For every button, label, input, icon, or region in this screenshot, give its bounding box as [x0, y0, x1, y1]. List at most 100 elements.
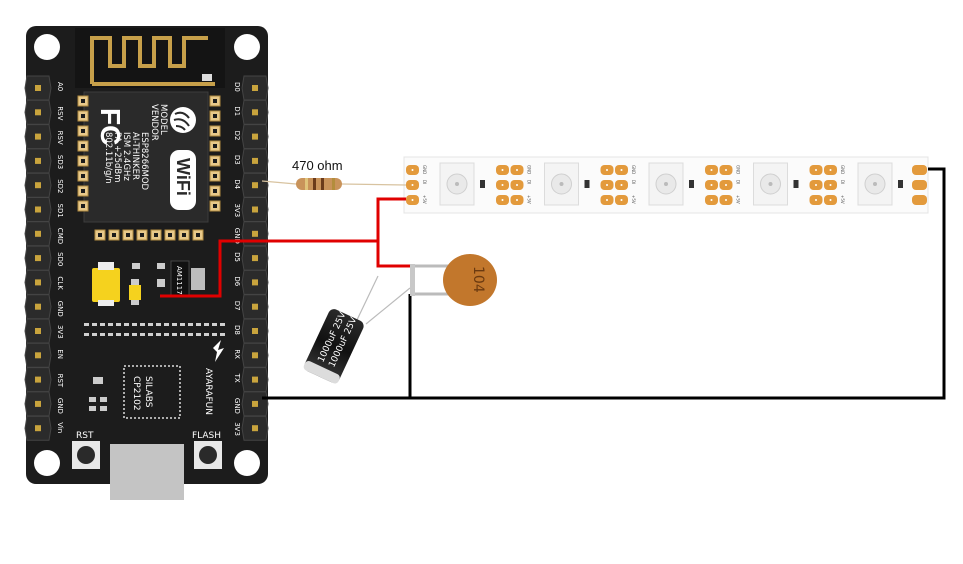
left-header-pin [24, 197, 52, 222]
pin-label: SD0 [56, 252, 64, 266]
svg-text:AM1117: AM1117 [175, 266, 183, 295]
right-header-pin [241, 415, 269, 441]
strip-pad-label: +5V [840, 195, 845, 204]
right-header-pin [241, 148, 269, 174]
pin-label: CMD [56, 228, 64, 244]
resistor-label: 470 ohm [292, 158, 343, 173]
left-header-pin [24, 367, 52, 393]
pin-label: RST [56, 374, 64, 388]
left-header-pin [24, 99, 52, 125]
flash-button[interactable]: FLASH [192, 431, 222, 469]
pin-label: Vin [56, 422, 64, 433]
left-header-pin [24, 415, 52, 441]
right-header-pin [241, 75, 269, 101]
strip-pad-label: +5V [631, 195, 636, 204]
mounting-hole [34, 450, 60, 476]
svg-text:AI-THINKER: AI-THINKER [130, 132, 140, 180]
module-pads [77, 95, 221, 241]
svg-text:CP2102: CP2102 [131, 376, 141, 411]
pin-label: D0 [233, 82, 241, 92]
right-header-pin [241, 124, 269, 150]
strip-pad-label: GND [840, 165, 845, 174]
lightning-icon [213, 340, 224, 362]
svg-text:ESP8266MOD: ESP8266MOD [139, 132, 149, 191]
led-segment: GND DI +5V [824, 162, 927, 206]
svg-text:VENDOR: VENDOR [149, 104, 159, 141]
strip-pad-label: +5V [736, 195, 741, 204]
pin-label: D2 [233, 131, 241, 141]
right-header-pin [241, 318, 269, 344]
pin-label: GND [233, 228, 241, 244]
wifi-logo [170, 150, 196, 210]
left-header-pin [24, 172, 52, 198]
led-segment: GND DI +5V [719, 162, 823, 206]
svg-text:802.11b/g/n: 802.11b/g/n [103, 132, 113, 184]
pin-label: TX [233, 373, 241, 383]
mounting-hole [34, 34, 60, 60]
pin-label: SD3 [56, 155, 64, 169]
left-header-pin [24, 318, 52, 344]
pin-label: 3V3 [233, 204, 241, 218]
voltage-regulator: AM1117 [170, 260, 205, 296]
strip-pad-label: GND [631, 165, 636, 174]
left-header-pin [24, 124, 52, 150]
yellow-capacitor [92, 268, 120, 302]
svg-text:SILABS: SILABS [143, 376, 153, 408]
pin-label: D4 [233, 179, 241, 189]
pin-label: D1 [233, 106, 241, 116]
left-header-pin [24, 148, 52, 174]
pin-label: 3V3 [233, 422, 241, 436]
svg-text:FLASH: FLASH [192, 431, 221, 441]
pin-label: D5 [233, 252, 241, 262]
svg-text:104: 104 [470, 266, 486, 293]
pin-label: D3 [233, 155, 241, 165]
small-capacitor [129, 285, 141, 300]
mounting-hole [234, 34, 260, 60]
rst-button[interactable]: RST [72, 431, 100, 469]
left-header-pin [24, 75, 52, 101]
pin-label: SD2 [56, 179, 64, 193]
pin-label: GND [233, 398, 241, 414]
pin-label: SD1 [56, 204, 64, 218]
left-pin-labels: A0RSVRSVSD3SD2SD1CMDSD0CLKGND3V3ENRSTGND… [56, 82, 64, 433]
strip-pad-label: GND [527, 165, 532, 174]
strip-pad-label: DI [527, 180, 532, 184]
strip-pad-label: DI [736, 180, 741, 184]
strip-pad-label: DI [840, 180, 845, 184]
right-pin-header [241, 75, 269, 441]
right-header-pin [241, 99, 269, 125]
strip-pad-label: GND [422, 165, 427, 174]
strip-pad-label: GND [736, 165, 741, 174]
left-header-pin [24, 221, 52, 247]
pin-label: D8 [233, 325, 241, 335]
left-header-pin [24, 342, 52, 368]
electrolytic-capacitor: 1000uF 25V 1000uF 25V [303, 309, 364, 384]
right-header-pin [241, 391, 269, 417]
resistor: 470 ohm [292, 158, 343, 190]
strip-pad-label: DI [422, 180, 427, 184]
right-header-pin [241, 245, 269, 271]
pin-label: GND [56, 301, 64, 317]
strip-pad-label: +5V [422, 195, 427, 204]
pin-label: EN [56, 349, 64, 359]
left-header-pin [24, 269, 52, 295]
pin-label: A0 [56, 82, 64, 91]
usb-uart-chip: SILABS CP2102 [123, 365, 181, 419]
left-pin-header [24, 75, 52, 441]
pin-label: RX [233, 349, 241, 359]
pin-label: 3V3 [56, 325, 64, 339]
led-segment: GND DI +5V [406, 162, 509, 206]
usb-port [110, 444, 184, 500]
right-header-pin [241, 269, 269, 295]
right-header-pin [241, 197, 269, 222]
pin-label: D7 [233, 301, 241, 311]
mounting-hole [234, 450, 260, 476]
ground-wire-black [262, 167, 946, 400]
svg-text:ISM 2.4GHz: ISM 2.4GHz [121, 132, 131, 181]
pin-label: D6 [233, 276, 241, 286]
right-header-pin [241, 367, 269, 393]
resistor-array [84, 323, 225, 336]
